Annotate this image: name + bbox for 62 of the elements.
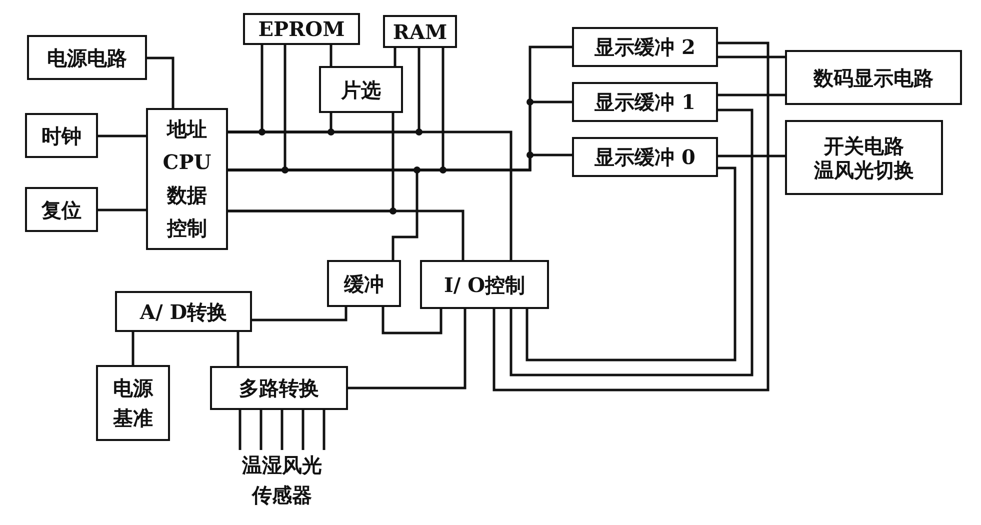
box-label: A/ D转换	[140, 300, 228, 324]
connector-line	[718, 56, 785, 58]
block-box	[210, 366, 348, 410]
connector-line	[718, 154, 785, 158]
block-box	[25, 187, 98, 232]
box-label: 数码显示电路	[814, 66, 934, 90]
box-label: 复位	[42, 198, 82, 222]
connector-line	[322, 410, 326, 450]
block-box	[25, 113, 98, 158]
connector-line	[492, 42, 770, 392]
box-label: 片选	[341, 78, 381, 102]
connector-line	[98, 134, 146, 138]
connector-line	[526, 166, 736, 362]
connector-line	[510, 108, 754, 376]
connector-line	[98, 208, 146, 212]
box-label: I/ O控制	[444, 272, 526, 296]
block-box	[785, 120, 943, 195]
connector-line	[280, 410, 284, 450]
box-label: EPROM	[258, 17, 345, 41]
sensor-label: 温湿风光传感器	[241, 450, 323, 510]
connector-line	[302, 410, 304, 450]
box-label: 地址	[167, 116, 207, 143]
connector-line	[382, 307, 442, 334]
box-label: 温风光切换	[814, 158, 914, 182]
connector-line	[718, 94, 785, 96]
box-label: 显示缓冲 2	[594, 35, 696, 59]
box-label: 开关电路	[824, 134, 904, 158]
box-label: 多路转换	[239, 376, 319, 400]
box-label: 电源电路	[47, 46, 127, 70]
block-box	[572, 82, 718, 122]
box-label: CPU	[162, 149, 212, 176]
connector-line	[228, 210, 464, 260]
connector-line	[260, 410, 262, 450]
box-label: 缓冲	[344, 272, 384, 296]
block-box	[96, 365, 170, 441]
box-label: 控制	[167, 215, 207, 242]
box-label: 数据	[167, 182, 207, 209]
block-box	[115, 291, 252, 332]
box-label: 显示缓冲 1	[594, 90, 696, 114]
block-box	[383, 15, 457, 48]
block-box	[572, 27, 718, 67]
connector-line	[147, 56, 174, 108]
connector-line	[238, 410, 242, 450]
block-box	[785, 50, 962, 105]
connector-line	[236, 332, 240, 366]
block-box	[27, 35, 147, 80]
block-box	[319, 66, 403, 113]
connector-line	[394, 48, 396, 66]
block-box	[327, 260, 401, 307]
connector-line	[132, 332, 134, 365]
box-label: 显示缓冲 0	[594, 145, 696, 169]
block-box	[243, 13, 360, 45]
connector-line	[228, 130, 512, 260]
block-box	[572, 137, 718, 177]
box-label: 电源基准	[112, 375, 154, 432]
connector-line	[330, 45, 332, 66]
box-label: 时钟	[42, 124, 82, 148]
block-box	[420, 260, 549, 309]
connector-line	[252, 307, 348, 322]
connector-line	[348, 309, 466, 390]
box-label: RAM	[392, 20, 448, 44]
block-box	[146, 108, 228, 250]
